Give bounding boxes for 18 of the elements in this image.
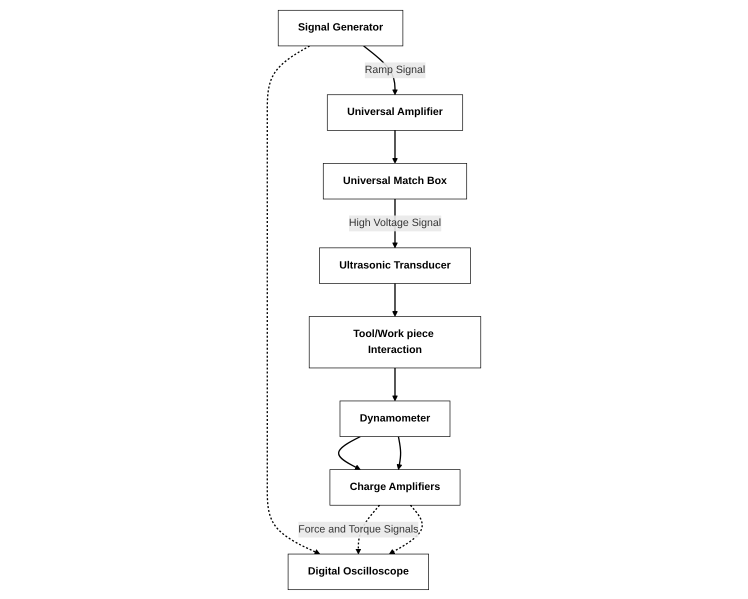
node-box: Charge Amplifiers — [330, 468, 460, 506]
node-box: Signal Generator — [278, 9, 404, 46]
node-box: Ultrasonic Transducer — [319, 247, 471, 284]
arrow — [392, 367, 398, 401]
arrow — [392, 283, 398, 316]
node-box: Tool/Work piece Interaction — [308, 316, 482, 368]
node-box: Digital Oscilloscope — [288, 553, 429, 590]
edge-label: Force and Torque Signals — [298, 523, 418, 534]
node-box: Universal Amplifier — [326, 94, 463, 130]
arrow — [266, 44, 320, 554]
arrow — [338, 436, 361, 470]
node-box: Universal Match Box — [322, 162, 468, 199]
arrow — [396, 436, 402, 470]
node-box: Dynamometer — [340, 400, 450, 436]
edge-label: High Voltage Signal — [348, 217, 442, 228]
arrow — [388, 504, 423, 554]
arrow — [392, 130, 398, 164]
edge-label: Ramp Signal — [364, 64, 426, 76]
